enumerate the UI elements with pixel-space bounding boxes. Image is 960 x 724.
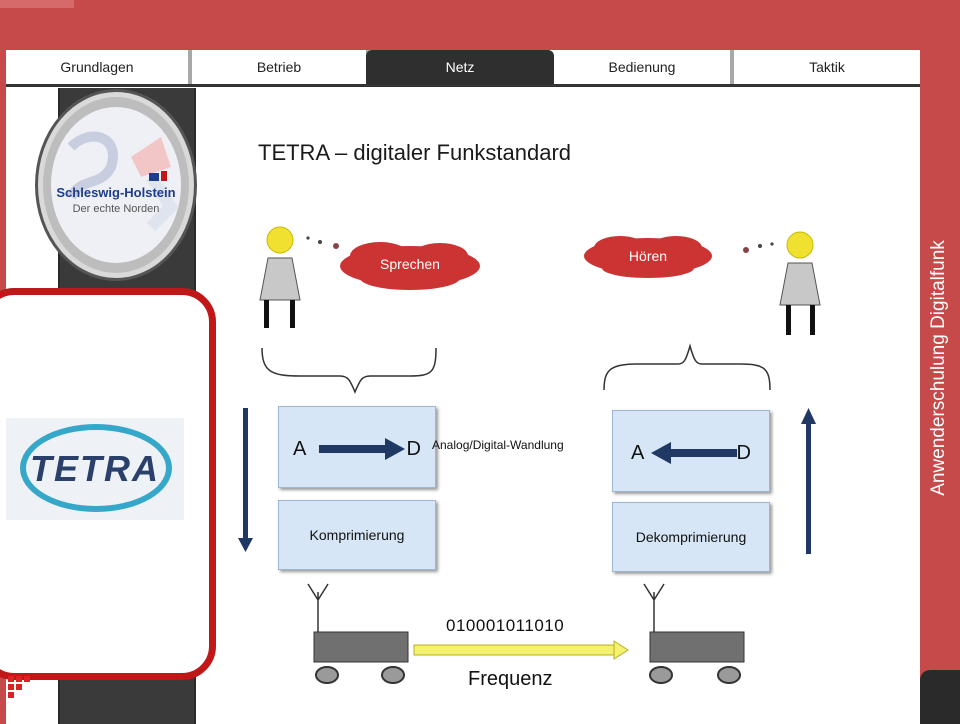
tetra-ring-icon <box>20 424 172 512</box>
da-converter-box: A D <box>612 410 770 492</box>
compress-box: Komprimierung <box>278 500 436 570</box>
decompress-label: Dekomprimierung <box>635 529 747 545</box>
listener-person-icon <box>743 231 821 335</box>
sender-vehicle-icon <box>307 583 409 684</box>
tab-taktik[interactable]: Taktik <box>734 50 920 84</box>
right-brace-icon <box>603 343 771 391</box>
tab-grundlagen[interactable]: Grundlagen <box>6 50 192 84</box>
decompress-box: Dekomprimierung <box>612 502 770 572</box>
ad-a-label: A <box>293 438 307 460</box>
binary-sequence: 010001011010 <box>446 616 565 635</box>
tab-bar: Grundlagen Betrieb Netz Bedienung Taktik <box>6 50 920 84</box>
logo-subtitle: Der echte Norden <box>72 203 160 215</box>
da-d-label: D <box>736 442 751 464</box>
left-brace-icon <box>261 347 437 394</box>
tetra-logo: TETRA <box>6 418 184 520</box>
frequency-label: Frequenz <box>468 668 553 690</box>
slide-title: TETRA – digitaler Funkstandard <box>258 140 572 165</box>
da-a-label: A <box>631 442 645 464</box>
right-arrow-icon <box>319 438 405 460</box>
ad-d-label: D <box>406 438 421 460</box>
speaker-person-icon <box>259 226 339 328</box>
down-arrow-icon <box>238 408 253 552</box>
compress-label: Komprimierung <box>309 527 405 543</box>
dots-icon <box>8 676 36 698</box>
tab-netz[interactable]: Netz <box>366 50 554 84</box>
ad-converter-box: A D <box>278 406 436 488</box>
coat-of-arms-icon <box>66 131 179 232</box>
speak-cloud-icon <box>340 242 480 290</box>
logo-title: Schleswig-Holstein <box>56 185 176 200</box>
top-band <box>0 0 960 50</box>
receiver-vehicle-icon <box>643 583 745 684</box>
tab-underline <box>6 84 920 87</box>
logo-badge: Schleswig-Holstein Der echte Norden <box>38 92 194 278</box>
converter-label: Analog/Digital-Wandlung <box>432 438 564 452</box>
tab-bedienung[interactable]: Bedienung <box>554 50 734 84</box>
hear-cloud-icon <box>584 236 712 278</box>
left-arrow-icon <box>651 442 737 464</box>
logo-inner <box>51 107 181 263</box>
top-notch <box>0 0 74 8</box>
tab-betrieb[interactable]: Betrieb <box>192 50 370 84</box>
tetra-logo-text: TETRA <box>30 448 160 489</box>
up-arrow-icon <box>801 408 816 554</box>
side-button[interactable] <box>920 670 960 724</box>
transmission-arrow-icon <box>413 640 629 660</box>
